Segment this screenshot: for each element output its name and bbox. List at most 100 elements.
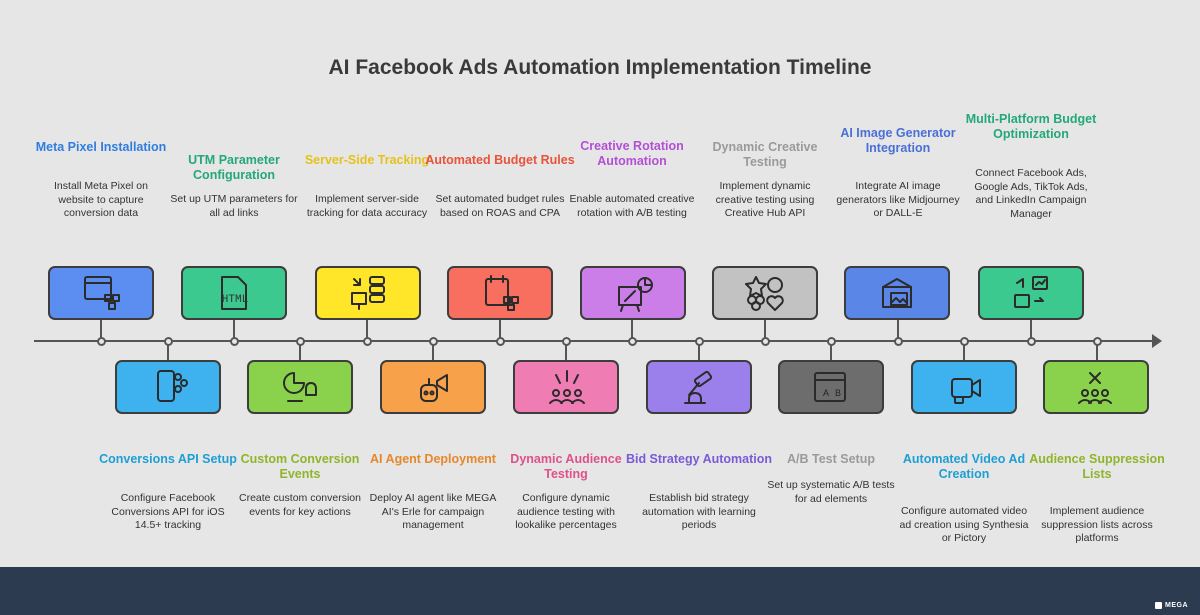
milestone-label: UTM Parameter Configuration <box>188 153 280 182</box>
milestone-connector <box>830 341 832 360</box>
milestone-label: AI Agent Deployment <box>370 452 496 466</box>
milestone-description: Configure automated video ad creation us… <box>899 505 1029 544</box>
milestone-description: Deploy AI agent like MEGA AI's Erle for … <box>369 492 497 531</box>
milestone-card <box>580 266 686 320</box>
timeline-dot <box>428 337 438 346</box>
milestone-connector <box>100 320 102 341</box>
timeline-dot <box>561 337 571 346</box>
server-monitor-icon <box>351 276 385 310</box>
milestone-connector <box>565 341 567 360</box>
audience-group-icon <box>549 370 585 404</box>
milestone-description: Install Meta Pixel on website to capture… <box>54 180 148 219</box>
milestone-connector <box>631 320 633 341</box>
milestone-connector <box>764 320 766 341</box>
milestone-connector <box>366 320 368 341</box>
brand-logo: MEGA <box>1155 602 1188 609</box>
milestone-card <box>646 360 752 414</box>
timeline-dot <box>694 337 704 346</box>
pie-bell-icon <box>283 372 317 402</box>
easel-chart-icon <box>618 277 653 312</box>
milestone-label: Dynamic Creative Testing <box>712 140 818 169</box>
timeline-dot <box>163 337 173 346</box>
timeline-dot <box>1092 337 1102 346</box>
milestone-label: Audience Suppression Lists <box>1029 452 1165 481</box>
milestone-label: Conversions API Setup <box>99 452 237 466</box>
milestone-connector <box>698 341 700 360</box>
milestone-description: Configure dynamic audience testing with … <box>515 492 617 531</box>
milestone-connector <box>963 341 965 360</box>
milestone-label: Dynamic Audience Testing <box>510 452 622 481</box>
video-camera-icon <box>951 378 981 404</box>
milestone-description: Connect Facebook Ads, Google Ads, TikTok… <box>974 167 1088 220</box>
milestone-card <box>978 266 1084 320</box>
timeline-axis <box>34 340 1158 342</box>
timeline-dot <box>1026 337 1036 346</box>
audience-remove-icon <box>1078 372 1112 404</box>
platform-sync-icon <box>1014 276 1048 308</box>
milestone-card: HTML <box>181 266 287 320</box>
diagram-canvas: AI Facebook Ads Automation Implementatio… <box>34 56 1165 544</box>
milestone-connector <box>897 320 899 341</box>
timeline-dot <box>627 337 637 346</box>
milestone-card <box>447 266 553 320</box>
milestone-label: Bid Strategy Automation <box>625 452 773 466</box>
calendar-grid-icon <box>485 275 519 311</box>
browser-grid-icon <box>84 276 120 310</box>
milestone-card <box>1043 360 1149 414</box>
milestone-connector <box>1030 320 1032 341</box>
milestone-connector <box>299 341 301 360</box>
milestone-label: A/B Test Setup <box>787 452 875 466</box>
milestone-label: Automated Budget Rules <box>425 153 575 167</box>
milestone-label: Creative Rotation Automation <box>580 139 684 168</box>
brand-mark-icon <box>1155 602 1162 609</box>
milestone-label: Multi-Platform Budget Optimization <box>965 112 1097 141</box>
timeline-dot <box>760 337 770 346</box>
milestone-description: Implement server-side tracking for data … <box>306 193 428 219</box>
timeline-dot <box>495 337 505 346</box>
shapes-icon <box>745 276 784 311</box>
timeline-dot <box>295 337 305 346</box>
milestone-label: Custom Conversion Events <box>240 452 360 481</box>
milestone-card <box>315 266 421 320</box>
gavel-icon <box>684 370 713 404</box>
timeline-dot <box>96 337 106 346</box>
milestone-card <box>513 360 619 414</box>
timeline-dot <box>959 337 969 346</box>
image-box-icon <box>882 278 912 308</box>
milestone-label: AI Image Generator Integration <box>840 126 956 155</box>
svg-text:B: B <box>835 388 841 398</box>
milestone-connector <box>432 341 434 360</box>
svg-text:HTML: HTML <box>222 294 248 306</box>
milestone-card <box>48 266 154 320</box>
milestone-label: Meta Pixel Installation <box>35 140 167 154</box>
milestone-description: Set up UTM parameters for all ad links <box>170 193 298 219</box>
html-file-icon: HTML <box>221 276 248 310</box>
milestone-card <box>911 360 1017 414</box>
phone-share-icon <box>157 370 188 402</box>
footer-bar: MEGA <box>0 567 1200 615</box>
timeline-dot <box>826 337 836 346</box>
milestone-description: Establish bid strategy automation with l… <box>642 492 756 531</box>
milestone-description: Create custom conversion events for key … <box>239 492 361 518</box>
timeline-dot <box>893 337 903 346</box>
timeline-arrowhead <box>1152 334 1162 348</box>
milestone-description: Integrate AI image generators like Midjo… <box>836 180 960 219</box>
milestone-card <box>115 360 221 414</box>
page-title: AI Facebook Ads Automation Implementatio… <box>328 56 872 79</box>
milestone-description: Enable automated creative rotation with … <box>569 193 695 219</box>
milestone-card <box>712 266 818 320</box>
brand-name: MEGA <box>1165 602 1188 609</box>
milestone-card <box>247 360 353 414</box>
milestone-connector <box>167 341 169 360</box>
milestone-description: Configure Facebook Conversions API for i… <box>111 492 225 531</box>
milestone-connector <box>499 320 501 341</box>
milestone-label: Server-Side Tracking <box>304 153 430 167</box>
milestone-description: Implement audience suppression lists acr… <box>1041 505 1153 544</box>
milestone-connector <box>1096 341 1098 360</box>
timeline-dot <box>362 337 372 346</box>
milestone-connector <box>233 320 235 341</box>
milestone-description: Set automated budget rules based on ROAS… <box>435 193 565 219</box>
milestone-description: Implement dynamic creative testing using… <box>715 180 815 219</box>
